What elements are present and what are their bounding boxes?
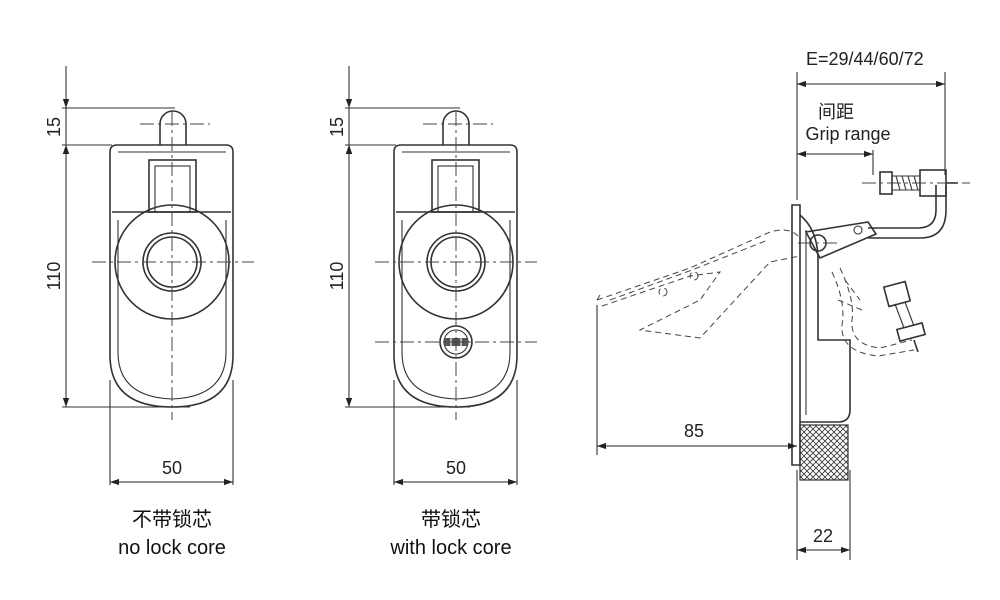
dim-reach-label: 85 — [684, 421, 704, 441]
rod-open — [831, 271, 915, 357]
caption-with-lock: 带锁芯 with lock core — [331, 506, 571, 562]
handle-open-outline — [596, 294, 601, 301]
dim-depth-label: 22 — [813, 526, 833, 546]
dim-width-label: 50 — [446, 458, 466, 478]
dim-top-label: 15 — [44, 117, 64, 137]
caption-en: no lock core — [118, 537, 226, 559]
housing — [799, 214, 851, 423]
handle-rivet — [658, 287, 668, 297]
pivot-arm — [804, 221, 878, 260]
pivot-pin — [853, 225, 863, 235]
body-outline — [109, 144, 234, 408]
caption-en: with lock core — [390, 537, 512, 559]
dim-width-label: 50 — [162, 458, 182, 478]
handle-open-outline — [609, 239, 769, 301]
bent-rod — [868, 185, 947, 239]
caption-no-lock: 不带锁芯 no lock core — [52, 506, 292, 562]
bent-rod — [868, 185, 937, 229]
handle-rivet — [689, 271, 699, 281]
panel-section — [799, 424, 849, 481]
adjust-bolt-open — [882, 280, 927, 353]
top-lug — [159, 110, 187, 145]
front-view-no-lock: 15 110 50 — [44, 66, 254, 486]
body-outline — [393, 144, 518, 408]
top-lug — [442, 110, 470, 145]
grip-range-en: Grip range — [805, 124, 890, 144]
grip-range-value: E=29/44/60/72 — [806, 49, 924, 69]
dim-height-label: 110 — [327, 262, 347, 291]
dim-height-label: 110 — [44, 262, 64, 291]
handle-open-outline — [601, 255, 801, 339]
dim-top-label: 15 — [327, 117, 347, 137]
side-view: E=29/44/60/72 间距 Grip range — [596, 49, 970, 560]
caption-cn: 不带锁芯 — [132, 509, 212, 531]
rod-open — [839, 267, 913, 349]
caption-cn: 带锁芯 — [421, 509, 481, 531]
rod-open — [837, 279, 863, 311]
front-view-with-lock: 15 110 50 — [327, 66, 537, 486]
grip-range-cn: 间距 — [818, 102, 854, 122]
adjust-bolt — [862, 169, 970, 197]
mounting-flange — [791, 204, 801, 466]
handle-open-outline — [596, 229, 801, 301]
